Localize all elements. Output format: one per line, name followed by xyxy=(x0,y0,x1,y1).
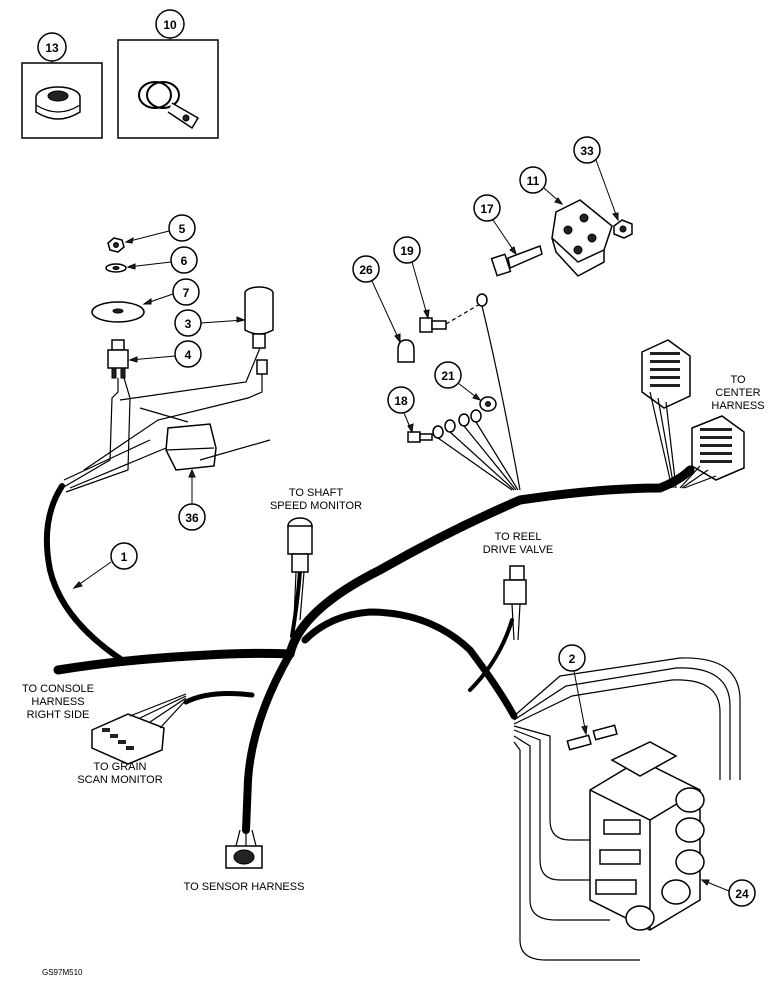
center-harness-connectors xyxy=(641,339,745,489)
svg-text:5: 5 xyxy=(179,222,186,236)
svg-text:17: 17 xyxy=(480,202,494,216)
callout-6: 6 xyxy=(126,246,198,274)
callout-26: 26 xyxy=(352,255,401,344)
callout-1: 1 xyxy=(72,542,138,589)
svg-text:24: 24 xyxy=(735,887,749,901)
callout-7: 7 xyxy=(142,278,200,306)
label-reel-drive: TO REEL DRIVE VALVE xyxy=(483,531,554,556)
svg-text:TO CONSOLE: TO CONSOLE xyxy=(22,683,94,695)
callout-4: 4 xyxy=(128,340,202,368)
svg-text:2: 2 xyxy=(569,652,576,666)
callout-19: 19 xyxy=(393,236,430,320)
svg-text:HARNESS: HARNESS xyxy=(711,400,764,412)
figure-code: GS97M510 xyxy=(42,968,83,977)
svg-text:36: 36 xyxy=(185,511,199,525)
main-harness xyxy=(43,465,695,834)
svg-text:7: 7 xyxy=(183,286,190,300)
inset-10: 10 xyxy=(117,9,219,139)
svg-text:18: 18 xyxy=(394,394,408,408)
svg-text:SPEED MONITOR: SPEED MONITOR xyxy=(270,500,362,512)
svg-text:CENTER: CENTER xyxy=(715,387,760,399)
callout-13: 13 xyxy=(45,41,59,55)
callout-33: 33 xyxy=(573,136,619,222)
callout-18: 18 xyxy=(387,386,415,434)
grain-scan-connector xyxy=(91,693,187,765)
label-grain-scan: TO GRAIN SCAN MONITOR xyxy=(77,761,162,786)
reel-drive-connector xyxy=(503,565,527,641)
svg-text:HARNESS: HARNESS xyxy=(31,696,84,708)
svg-text:DRIVE VALVE: DRIVE VALVE xyxy=(483,544,554,556)
callout-24: 24 xyxy=(700,879,756,907)
svg-text:RIGHT SIDE: RIGHT SIDE xyxy=(27,709,90,721)
callout-36: 36 xyxy=(178,468,206,531)
label-console: TO CONSOLE HARNESS RIGHT SIDE xyxy=(22,683,94,721)
svg-text:TO REEL: TO REEL xyxy=(495,531,542,543)
callout-5: 5 xyxy=(124,214,196,244)
callout-2: 2 xyxy=(558,644,588,736)
switch-assembly xyxy=(61,237,274,493)
svg-text:11: 11 xyxy=(527,174,540,188)
svg-text:1: 1 xyxy=(121,550,128,564)
svg-text:21: 21 xyxy=(441,369,455,383)
callout-11: 11 xyxy=(519,166,564,205)
label-shaft-speed: TO SHAFT SPEED MONITOR xyxy=(270,487,362,512)
valve-wiring xyxy=(513,657,741,961)
svg-text:4: 4 xyxy=(185,348,192,362)
inset-13: 13 xyxy=(21,32,103,139)
callout-3: 3 xyxy=(174,309,246,337)
sensor-connector xyxy=(225,829,263,869)
svg-text:TO: TO xyxy=(730,374,746,386)
svg-text:SCAN MONITOR: SCAN MONITOR xyxy=(77,774,162,786)
svg-text:3: 3 xyxy=(185,317,192,331)
shaft-speed-connector xyxy=(287,517,313,621)
callout-21: 21 xyxy=(434,361,482,401)
svg-text:TO GRAIN: TO GRAIN xyxy=(94,761,147,773)
valve-block xyxy=(589,741,705,931)
svg-text:26: 26 xyxy=(359,263,373,277)
svg-text:TO SHAFT: TO SHAFT xyxy=(289,487,343,499)
label-sensor-harness: TO SENSOR HARNESS xyxy=(184,881,305,893)
svg-text:19: 19 xyxy=(400,244,414,258)
callout-10: 10 xyxy=(163,18,177,32)
mounting-parts xyxy=(397,199,633,491)
label-center-harness: TO CENTER HARNESS xyxy=(711,374,764,412)
svg-text:33: 33 xyxy=(580,144,594,158)
svg-text:6: 6 xyxy=(181,254,188,268)
callout-17: 17 xyxy=(473,194,517,256)
